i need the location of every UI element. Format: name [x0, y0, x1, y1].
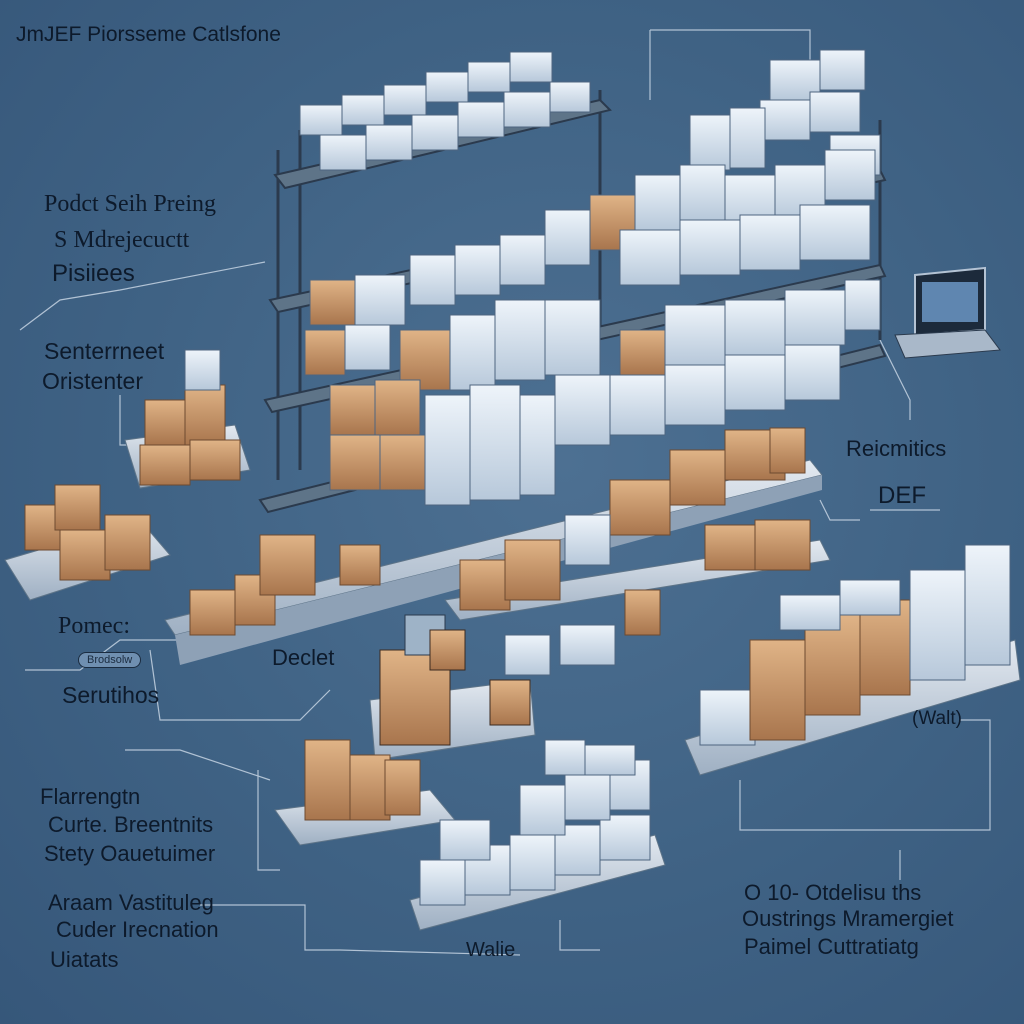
right-label-bottom-1: O 10- Otdelisu ths: [744, 880, 922, 905]
diagram-title: JmJEF Piorsseme Catlsfone: [16, 23, 281, 46]
main-rack: [258, 49, 887, 514]
left-label-group4-3: Stety Oauetuimer: [44, 841, 216, 866]
left-label-product-3: Pisiiees: [52, 260, 135, 287]
left-label-serutihos: Serutihos: [62, 682, 160, 708]
left-label-group5-2: Cuder Irecnation: [56, 917, 219, 942]
center-label-declet: Declet: [272, 645, 335, 670]
left-label-group4-1: Flarrengtn: [40, 784, 141, 809]
lower-blue-stack: [409, 739, 666, 931]
left-label-product-2: S Mdrejecuctt: [54, 227, 190, 253]
laptop-icon: [894, 266, 1001, 359]
left-label-group5-3: Uiatats: [50, 947, 119, 972]
conveyor-2: [444, 514, 831, 636]
left-upper-pallet: [124, 349, 251, 489]
left-label-product-1: Podct Seih Preing: [44, 191, 216, 217]
status-badge: Brodsolw: [78, 652, 142, 668]
left-label-group5-1: Araam Vastituleg: [48, 890, 214, 915]
right-label-reicmitics: Reicmitics: [846, 436, 947, 461]
right-label-bottom-2: Oustrings Mramergiet: [742, 906, 954, 931]
left-pallet: [4, 484, 171, 601]
machine: [369, 614, 616, 761]
lower-left-pallet: [274, 739, 456, 846]
right-long-pallet: [684, 544, 1021, 776]
left-label-sentiment-1: Senterrneet: [44, 338, 165, 364]
left-label-group4-2: Curte. Breentnits: [48, 812, 214, 837]
left-label-sentiment-2: Oristenter: [42, 368, 143, 394]
callout-lines: [19, 29, 991, 956]
left-label-pomec: Pomec:: [58, 613, 130, 639]
center-label-walie: Walie: [466, 939, 516, 961]
right-label-walt: (Walt): [912, 708, 962, 729]
right-label-bottom-3: Paimel Cuttratiatg: [744, 934, 919, 959]
right-label-def: DEF: [878, 482, 926, 509]
